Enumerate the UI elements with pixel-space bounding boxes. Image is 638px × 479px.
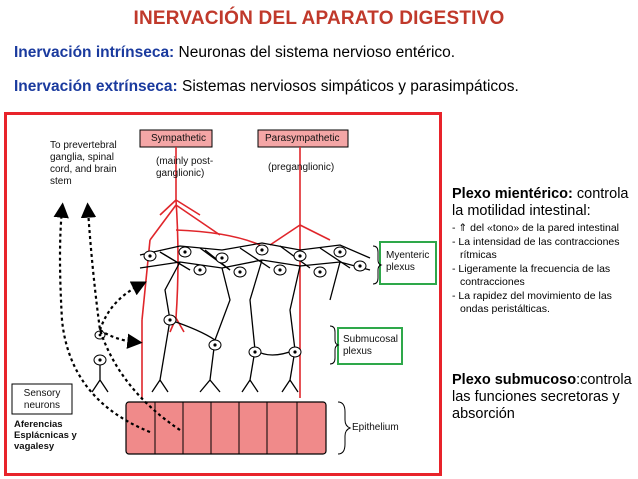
extrinsic-nerves xyxy=(141,147,331,398)
extrinsic-line: Inervación extrínseca: Sistemas nervioso… xyxy=(14,78,519,96)
submucoso-heading-rest: :controla las funciones secretoras y abs… xyxy=(452,372,632,422)
myenteric-network xyxy=(91,242,371,393)
submucoso-description: Plexo submucoso:controla las funciones s… xyxy=(452,372,636,423)
parasympathetic-box xyxy=(257,129,349,148)
intrinsic-line: Inervación intrínseca: Neuronas del sist… xyxy=(14,44,455,62)
submucosal-box xyxy=(337,327,403,365)
sympathetic-label: Sympathetic xyxy=(151,133,207,144)
sensory-box xyxy=(11,383,73,415)
diagram-frame xyxy=(4,112,442,476)
extrinsic-text: Sistemas nerviosos simpáticos y parasimp… xyxy=(177,78,519,95)
myenteric-brace xyxy=(372,245,383,285)
sympathetic-note: (mainly post-ganglionic) xyxy=(156,156,214,179)
epithelium-band xyxy=(125,401,327,455)
list-item: - La rapidez del movimiento de las ondas… xyxy=(452,289,612,316)
epithelium-cells xyxy=(125,401,352,455)
mienterico-list: - ⇑ del «tono» de la pared intestinal - … xyxy=(452,222,636,317)
myenteric-box xyxy=(379,241,437,285)
parasympathetic-label: Parasympathetic xyxy=(265,133,340,144)
epithelium-label: Epithelium xyxy=(352,422,399,433)
mienterico-heading: Plexo mientérico: xyxy=(452,186,573,202)
submucosal-brace xyxy=(329,325,340,365)
list-item: - La intensidad de las contracciones rít… xyxy=(452,235,620,262)
afferent-arrows xyxy=(53,202,181,434)
extrinsic-label: Inervación extrínseca: xyxy=(14,78,178,95)
neuron-nuclei xyxy=(98,248,362,362)
mienterico-heading-rest: controla la motilidad intestinal: xyxy=(452,186,629,219)
page-title: INERVACIÓN DEL APARATO DIGESTIVO xyxy=(133,8,505,29)
parasympathetic-note: (preganglionic) xyxy=(268,162,335,173)
intrinsic-label: Inervación intrínseca: xyxy=(14,44,175,61)
list-item: - Ligeramente la frecuencia de las contr… xyxy=(452,262,611,289)
mienterico-description: Plexo mientérico: controla la motilidad … xyxy=(452,186,636,317)
submucoso-heading: Plexo submucoso xyxy=(452,372,577,388)
intrinsic-text: Neuronas del sistema nervioso entérico. xyxy=(174,44,456,61)
list-item: - ⇑ del «tono» de la pared intestinal xyxy=(452,222,619,234)
